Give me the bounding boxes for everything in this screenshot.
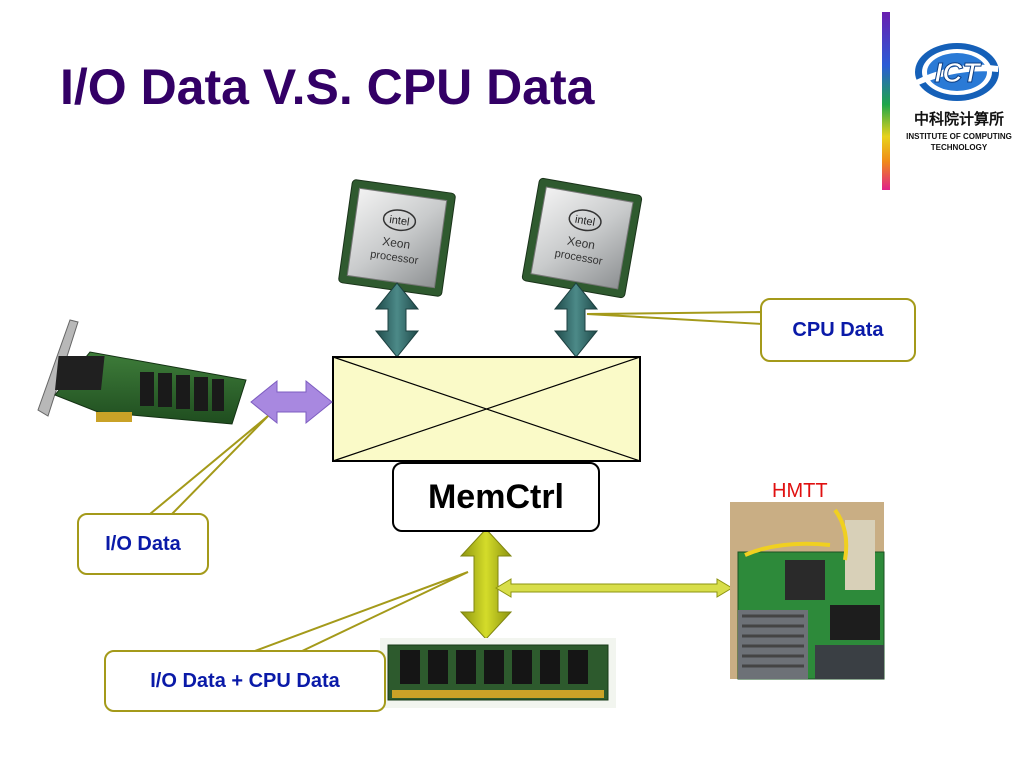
cpu-left-brand: intel [389,214,411,229]
cpu-callout-pointer [586,310,763,326]
hmtt-double-arrow [495,578,733,598]
crossbar-switch [332,356,641,462]
io-double-arrow [250,379,333,425]
memctrl-box: MemCtrl [392,462,600,532]
memory-dimm-image [380,638,616,708]
ssd-card-image [37,319,247,425]
hmtt-board-image [730,502,885,680]
cpu-right-brand: intel [574,214,596,229]
ict-logo-icon: ICT [915,43,999,101]
hmtt-label: HMTT [772,480,828,502]
io-callout-pointer [147,415,269,515]
cpu-chip-left: intel Xeon processor [338,179,456,297]
logo-chinese-name: 中科院计算所 [913,111,1004,128]
logo-emblem-text: ICT [934,57,982,88]
io-data-callout: I/O Data [77,513,209,575]
cpu-chip-right: intel Xeon processor [521,177,643,299]
cpu-left-model: Xeon [381,234,411,252]
cpu-right-double-arrow [553,282,599,358]
slide-title: I/O Data V.S. CPU Data [60,59,595,115]
cpu-data-callout: CPU Data [760,298,916,362]
logo-english-name: INSTITUTE OF COMPUTING TECHNOLOGY [906,132,1012,152]
logo-color-bar [882,12,890,190]
cpu-left-double-arrow [374,282,420,358]
io-cpu-data-callout: I/O Data + CPU Data [104,650,386,712]
cpu-right-model: Xeon [566,234,596,253]
